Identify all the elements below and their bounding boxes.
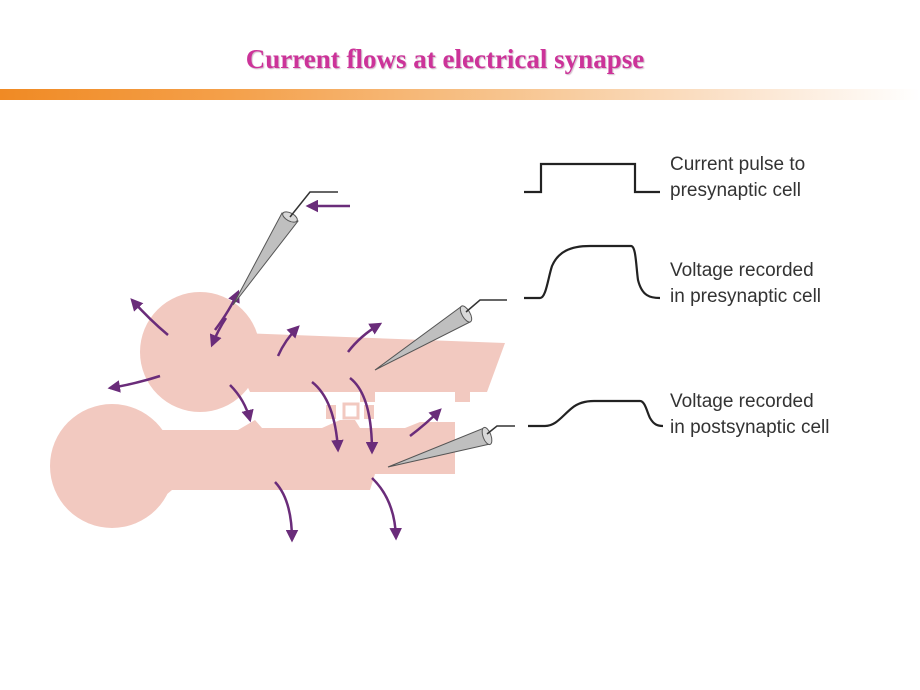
electrode-presynaptic-recording <box>374 299 507 371</box>
arrow-soma-up-icon <box>213 289 240 331</box>
current-flow-arrows <box>107 199 442 543</box>
arrow-axon-up-2-icon <box>347 322 383 353</box>
arrow-soma-up-left-icon <box>130 298 169 336</box>
electrode-postsynaptic-recording <box>387 425 515 468</box>
arrow-post-down-1-icon <box>274 481 299 543</box>
trace-voltage-postsynaptic <box>528 399 664 428</box>
arrow-soma-left-icon <box>107 374 161 393</box>
svg-text:in postsynaptic cell: in postsynaptic cell <box>670 417 829 438</box>
trace-voltage-presynaptic <box>524 244 661 300</box>
traces <box>524 162 664 428</box>
svg-text:in presynaptic cell: in presynaptic cell <box>670 286 821 307</box>
trace-current-pulse <box>524 162 660 194</box>
svg-text:Voltage recorded: Voltage recorded <box>670 260 814 281</box>
arrow-soma-down-icon <box>229 384 254 423</box>
svg-text:Current pulse to: Current pulse to <box>670 154 805 175</box>
svg-text:Voltage recorded: Voltage recorded <box>670 391 814 412</box>
electrode-current-injection <box>232 191 338 306</box>
arrow-axon-down-1-icon <box>311 381 344 453</box>
label-current-pulse: Current pulse to presynaptic cell <box>670 154 805 201</box>
arrow-injection-inward-icon <box>209 317 228 348</box>
label-voltage-postsynaptic: Voltage recorded in postsynaptic cell <box>670 391 829 438</box>
slide-title: Current flows at electrical synapse <box>245 44 645 74</box>
arrow-axon-up-1-icon <box>276 325 300 357</box>
arrow-post-up-icon <box>409 408 442 437</box>
presynaptic-cell <box>140 292 505 412</box>
title-rule <box>0 89 920 100</box>
arrow-axon-down-2-icon <box>349 377 379 455</box>
label-voltage-presynaptic: Voltage recorded in presynaptic cell <box>670 260 821 307</box>
arrow-post-down-2-icon <box>371 477 402 541</box>
svg-text:presynaptic cell: presynaptic cell <box>670 180 801 201</box>
